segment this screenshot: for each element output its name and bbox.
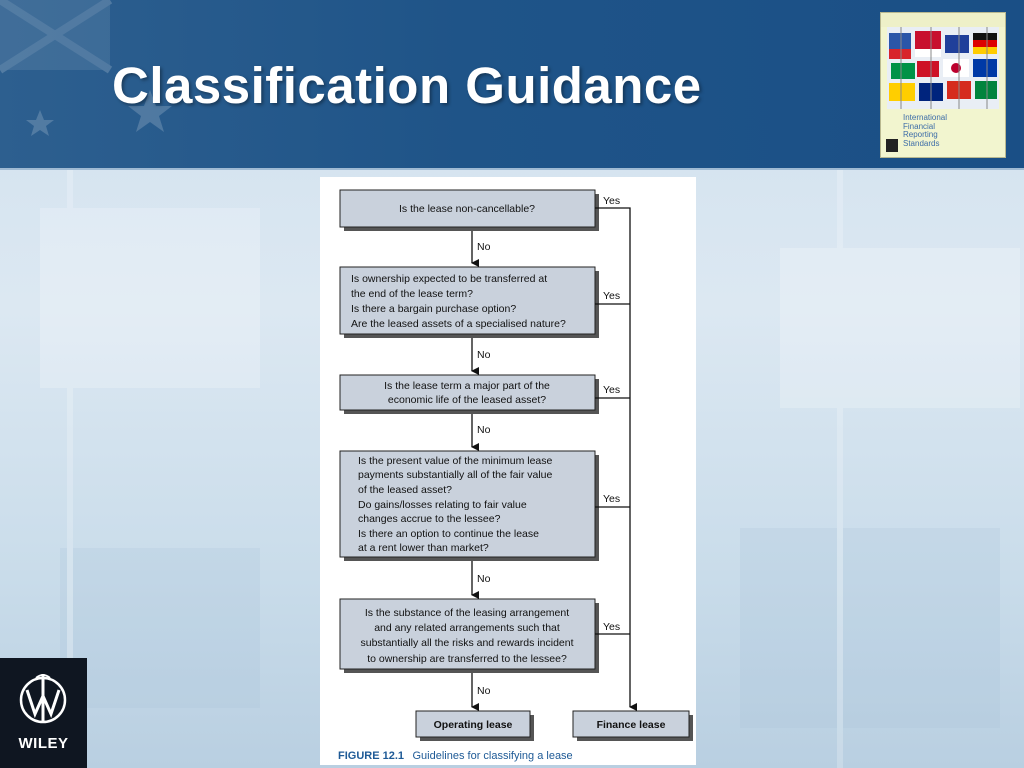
node-text: Is there a bargain purchase option? (351, 303, 516, 315)
yes-label: Yes (603, 493, 620, 505)
node-text: Is the present value of the minimum leas… (358, 455, 553, 467)
caption-text: FIGURE 12.1 Guidelines for classifying a… (338, 746, 573, 763)
yes-connectors: Yes Yes Yes Yes Yes (595, 195, 637, 711)
decision-box-present-value: Is the present value of the minimum leas… (339, 450, 599, 561)
book-title: International Financial Reporting Standa… (903, 113, 963, 148)
wiley-emblem-icon (19, 674, 67, 724)
yes-label: Yes (603, 384, 620, 396)
yes-label: Yes (603, 290, 620, 302)
no-label: No (477, 424, 491, 436)
decision-box-non-cancellable: Is the lease non-cancellable? (339, 189, 599, 231)
node-text: substantially all the risks and rewards … (360, 637, 573, 649)
node-text: Is there an option to continue the lease (358, 528, 539, 540)
book-title-line: Reporting (903, 130, 938, 139)
node-text: economic life of the leased asset? (388, 394, 546, 406)
book-title-line: Standards (903, 138, 940, 148)
flag-watermark (0, 0, 172, 136)
node-text: Is ownership expected to be transferred … (351, 273, 547, 285)
node-text: Are the leased assets of a specialised n… (351, 318, 566, 330)
no-label: No (477, 573, 491, 585)
book-cover-image: International Financial Reporting Standa… (880, 12, 1006, 158)
node-text: changes accrue to the lessee? (358, 513, 501, 525)
node-text: Is the substance of the leasing arrangem… (365, 607, 569, 619)
book-title-line: Financial (903, 121, 936, 131)
decision-box-lease-term: Is the lease term a major part of the ec… (339, 374, 599, 414)
outcome-box-operating-lease: Operating lease (415, 710, 534, 741)
outcome-box-finance-lease: Finance lease (572, 710, 693, 741)
slide-header: Classification Guidance (0, 0, 1024, 170)
node-text: payments substantially all of the fair v… (358, 469, 553, 481)
publisher-mini-logo (886, 139, 898, 152)
background-flag-decoration (40, 168, 1020, 768)
wiley-wordmark: WILEY (18, 735, 69, 752)
no-arrows: No No No No No (471, 231, 491, 711)
wiley-logo: WILEY (0, 658, 87, 768)
yes-main-line (595, 207, 637, 711)
flowchart-figure: Is the lease non-cancellable? Is ownersh… (320, 177, 696, 765)
node-text: Is the lease term a major part of the (384, 380, 550, 392)
node-text: at a rent lower than market? (358, 542, 489, 554)
yes-label: Yes (603, 621, 620, 633)
node-text: Is the lease non-cancellable? (399, 203, 535, 215)
decision-box-substance: Is the substance of the leasing arrangem… (339, 598, 599, 673)
flowchart-svg: Is the lease non-cancellable? Is ownersh… (338, 189, 693, 763)
figure-caption: FIGURE 12.1 Guidelines for classifying a… (338, 746, 573, 763)
node-text: Do gains/losses relating to fair value (358, 499, 527, 511)
node-text: to ownership are transferred to the less… (367, 653, 567, 665)
flags-image (887, 27, 999, 109)
no-label: No (477, 241, 491, 253)
no-label: No (477, 349, 491, 361)
node-text: Finance lease (597, 719, 666, 731)
caption-description: Guidelines for classifying a lease (412, 750, 572, 762)
node-text: of the leased asset? (358, 484, 452, 496)
page-title: Classification Guidance (112, 57, 702, 114)
decision-box-ownership: Is ownership expected to be transferred … (339, 266, 599, 338)
node-text: the end of the lease term? (351, 288, 473, 300)
yes-label: Yes (603, 195, 620, 207)
caption-label: FIGURE 12.1 (338, 750, 404, 762)
book-title-line: International (903, 113, 948, 122)
node-text: Operating lease (434, 719, 513, 731)
no-label: No (477, 685, 491, 697)
node-text: and any related arrangements such that (374, 622, 560, 634)
